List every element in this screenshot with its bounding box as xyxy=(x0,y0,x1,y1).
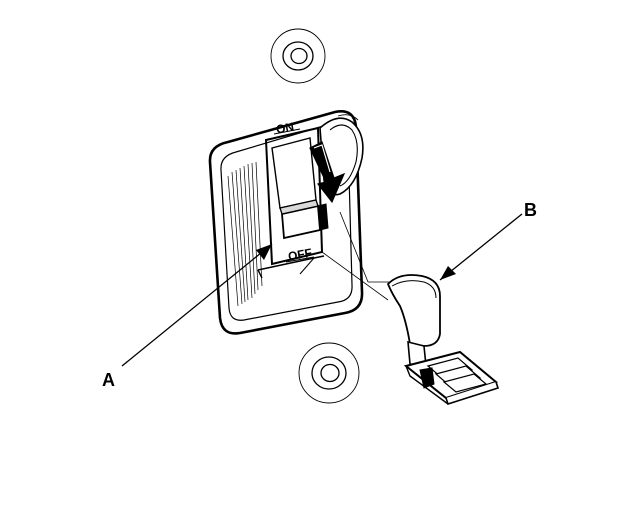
callout-b-arrowhead xyxy=(440,266,456,280)
off-marking: OFF xyxy=(287,246,313,264)
press-down-arrow-icon xyxy=(309,141,346,204)
switch-markings: ON OFF xyxy=(273,120,315,264)
callout-a-arrowhead xyxy=(256,244,272,260)
rocker-switch xyxy=(271,137,329,240)
callout-b: B xyxy=(439,200,537,281)
removal-tool xyxy=(386,274,500,406)
upper-grommet xyxy=(270,28,326,84)
callout-b-label: B xyxy=(524,200,537,220)
lower-grommet xyxy=(298,342,360,404)
bezel-shading xyxy=(227,161,263,307)
callout-b-leader xyxy=(439,213,523,281)
callout-a-leader xyxy=(121,243,273,367)
callout-a: A xyxy=(102,243,273,390)
callout-a-label: A xyxy=(102,370,115,390)
